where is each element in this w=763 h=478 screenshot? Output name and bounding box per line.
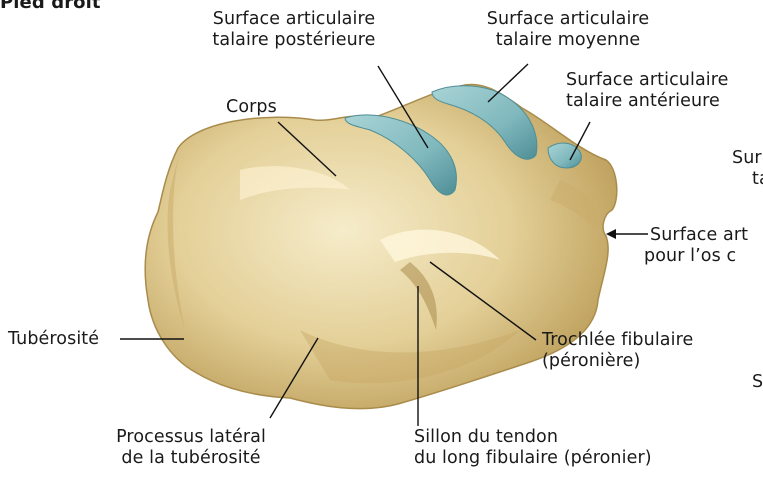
leader-middle-facet	[488, 64, 528, 102]
label-peroneal-groove: Sillon du tendon du long fibulaire (péro…	[414, 427, 652, 469]
label-lateral-process: Processus latéral de la tubérosité	[96, 427, 286, 469]
label-body: Corps	[226, 97, 277, 118]
label-anterior-talar-facet: Surface articulaire talaire antérieure	[566, 70, 729, 112]
label-trochlea: Trochlée fibulaire (péronière)	[542, 330, 693, 372]
label-middle-talar-facet: Surface articulaire talaire moyenne	[478, 9, 658, 51]
label-tuberosity: Tubérosité	[8, 329, 99, 350]
label-posterior-talar-facet: Surface articulaire talaire postérieure	[204, 9, 384, 51]
label-cuboid-facet: Surface art pour l’os c	[650, 225, 748, 267]
arrowhead-cuboid	[606, 229, 616, 239]
figure-title: Pied droit	[0, 0, 101, 13]
label-cut-right-1: Sur ta	[732, 148, 763, 190]
label-cut-right-2: S	[752, 372, 763, 393]
